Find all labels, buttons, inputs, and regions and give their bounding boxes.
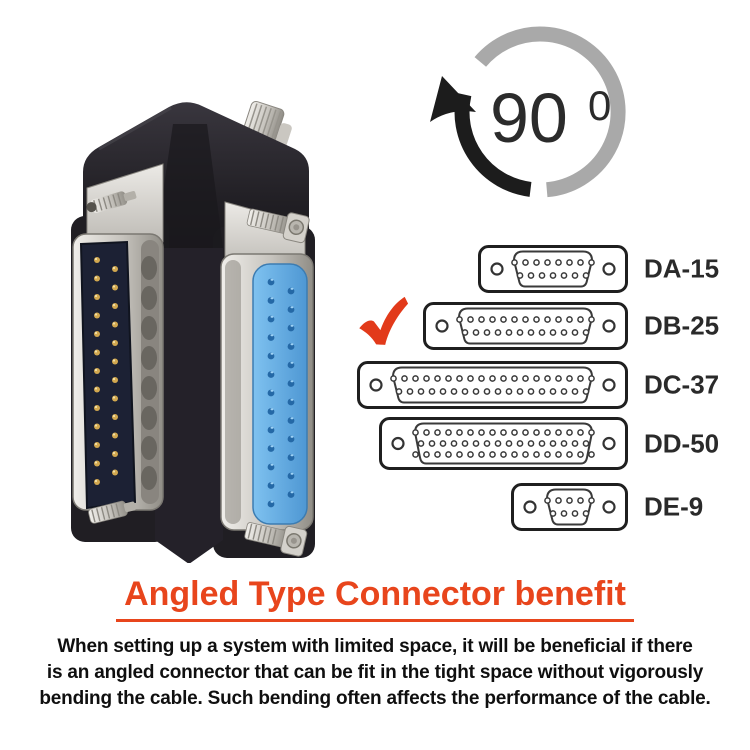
connector-outline-de-9	[511, 483, 628, 531]
connector-label: DD-50	[644, 428, 720, 458]
jackscrew-icon	[244, 522, 308, 557]
jackscrew-icon	[88, 500, 136, 524]
connector-outline-db-25	[423, 302, 628, 350]
female-db25-connector	[220, 201, 314, 557]
degrees-label: 90	[490, 79, 568, 157]
connector-row-dd-50: DD-50	[379, 417, 738, 470]
connector-label: DB-25	[644, 310, 720, 341]
connector-row-da-15: DA-15	[478, 245, 738, 293]
checkmark-icon	[356, 296, 410, 348]
jackscrew-icon	[86, 191, 137, 213]
connector-outline-dc-37	[357, 361, 628, 409]
connector-row-db-25: DB-25	[423, 302, 738, 350]
rotation-90-icon: 90 0	[430, 26, 626, 198]
benefit-paragraph: When setting up a system with limited sp…	[39, 636, 711, 709]
connector-outline-da-15	[478, 245, 628, 293]
connector-outline-dd-50	[379, 417, 628, 470]
male-db25-connector	[72, 163, 164, 524]
connector-label: DE-9	[644, 491, 704, 522]
connector-label: DC-37	[644, 369, 720, 400]
page-title: Angled Type Connector benefit	[116, 575, 634, 623]
connector-row-de-9: DE-9	[511, 483, 738, 531]
jackscrew-icon	[246, 208, 310, 244]
heading-row: Angled Type Connector benefit	[0, 575, 750, 623]
connector-row-dc-37: DC-37	[357, 361, 738, 409]
connector-label: DA-15	[644, 253, 720, 284]
product-photo	[71, 100, 315, 563]
degrees-superscript: 0	[588, 82, 611, 129]
